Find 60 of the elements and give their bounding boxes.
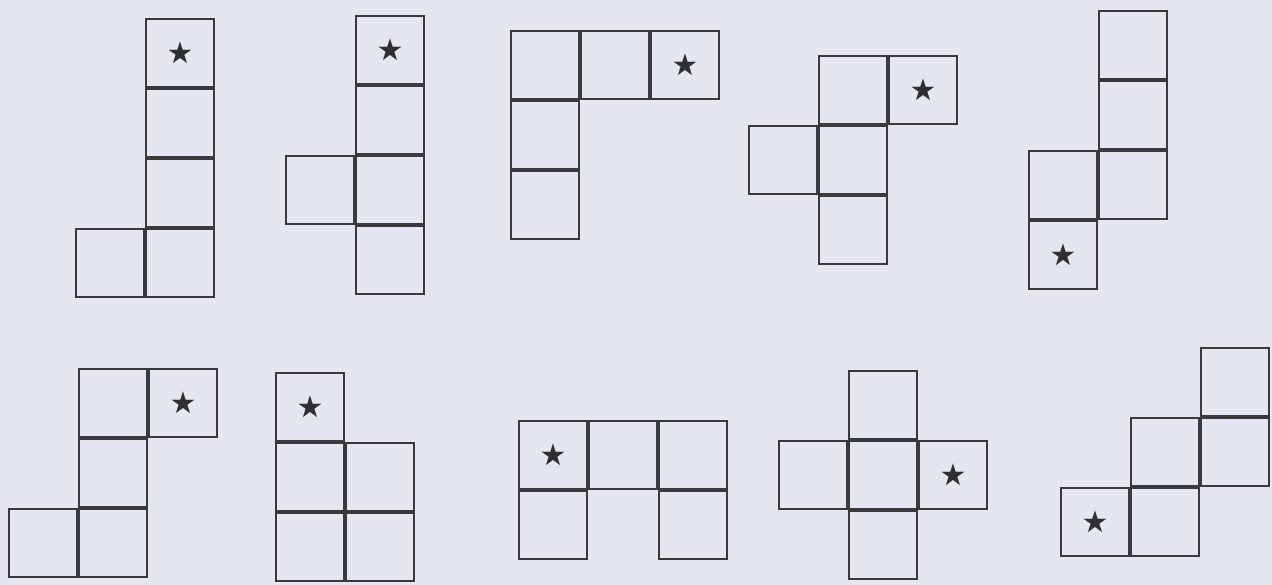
grid-square <box>848 440 918 510</box>
grid-square <box>1028 220 1098 290</box>
grid-square <box>355 15 425 85</box>
grid-square <box>778 440 848 510</box>
grid-square <box>848 510 918 580</box>
grid-square <box>818 55 888 125</box>
star-icon: ★ <box>939 460 967 490</box>
grid-square <box>145 228 215 298</box>
star-icon: ★ <box>166 38 194 68</box>
grid-square <box>580 30 650 100</box>
grid-square <box>145 158 215 228</box>
star-icon: ★ <box>296 392 324 422</box>
star-icon: ★ <box>169 388 197 418</box>
grid-square <box>345 442 415 512</box>
grid-square <box>518 490 588 560</box>
grid-square <box>1028 150 1098 220</box>
grid-square <box>518 420 588 490</box>
star-icon: ★ <box>1049 240 1077 270</box>
grid-square <box>75 228 145 298</box>
grid-square <box>1098 80 1168 150</box>
grid-square <box>275 512 345 582</box>
star-icon: ★ <box>671 50 699 80</box>
star-icon: ★ <box>909 75 937 105</box>
grid-square <box>510 30 580 100</box>
grid-square <box>355 85 425 155</box>
grid-square <box>78 368 148 438</box>
grid-square <box>148 368 218 438</box>
grid-square <box>355 155 425 225</box>
grid-square <box>510 170 580 240</box>
grid-square <box>1200 347 1270 417</box>
grid-square <box>888 55 958 125</box>
grid-square <box>848 370 918 440</box>
grid-square <box>285 155 355 225</box>
grid-square <box>355 225 425 295</box>
grid-square <box>1060 487 1130 557</box>
star-icon: ★ <box>539 440 567 470</box>
grid-square <box>145 88 215 158</box>
grid-square <box>1098 150 1168 220</box>
grid-square <box>1200 417 1270 487</box>
grid-square <box>275 442 345 512</box>
star-icon: ★ <box>1081 507 1109 537</box>
grid-square <box>345 512 415 582</box>
grid-square <box>1130 487 1200 557</box>
grid-square <box>818 125 888 195</box>
grid-square <box>658 490 728 560</box>
grid-square <box>1098 10 1168 80</box>
grid-square <box>510 100 580 170</box>
grid-square <box>748 125 818 195</box>
grid-square <box>1130 417 1200 487</box>
star-icon: ★ <box>376 35 404 65</box>
grid-square <box>588 420 658 490</box>
grid-square <box>78 508 148 578</box>
grid-square <box>275 372 345 442</box>
grid-square <box>658 420 728 490</box>
grid-square <box>818 195 888 265</box>
grid-square <box>78 438 148 508</box>
grid-square <box>918 440 988 510</box>
grid-square <box>650 30 720 100</box>
grid-square <box>145 18 215 88</box>
grid-square <box>8 508 78 578</box>
